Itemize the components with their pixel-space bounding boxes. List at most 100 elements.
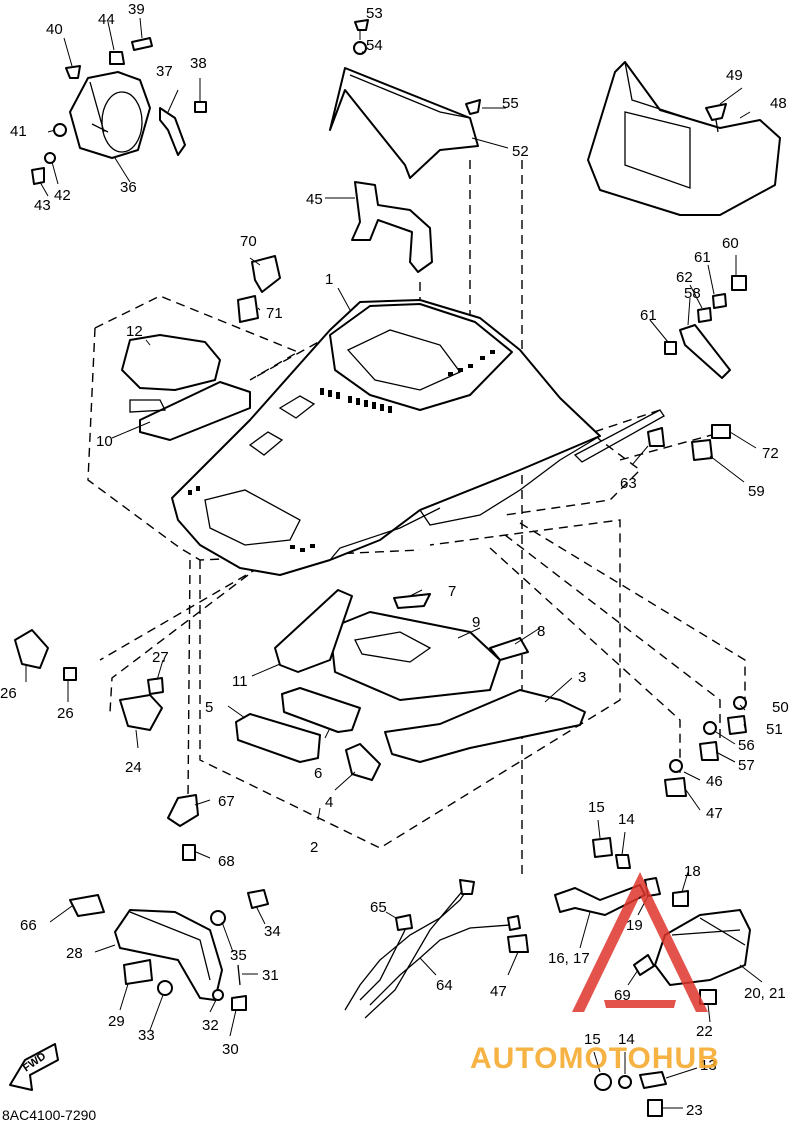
nut-part-61a [712,293,727,309]
callout-33: 33 [138,1027,155,1044]
washer-part-54 [353,41,367,55]
nut-part-61b [664,341,677,355]
clip-part-63 [647,427,665,447]
grommet-part-47b [507,934,529,953]
callout-53: 53 [366,5,383,22]
callout-6: 6 [314,765,322,782]
callout-62: 62 [676,269,693,286]
callout-61a: 61 [694,249,711,266]
clip-part-49 [705,103,727,133]
grommet-part-47a [664,777,687,797]
callout-60: 60 [722,235,739,252]
pad-part-4 [345,743,381,781]
callout-32: 32 [202,1017,219,1034]
callout-13: 13 [700,1057,717,1074]
callout-72: 72 [762,445,779,462]
callout-20-21: 20, 21 [744,985,786,1002]
underpanel-group [235,589,586,781]
headlight-ring-part [69,71,151,159]
callout-18: 18 [684,863,701,880]
callout-64: 64 [436,977,453,994]
meter-bracket-part [329,67,479,179]
pin-part-31 [237,964,241,986]
panel-part-9 [329,611,501,701]
bracket-part-63-rail [573,409,665,463]
bolt-part-60 [731,275,747,291]
callout-36: 36 [120,179,137,196]
grommet-part-51 [727,715,747,735]
hood-main-part [171,299,601,576]
callout-50: 50 [772,699,789,716]
callout-1: 1 [325,271,333,288]
pad-part-7 [393,593,431,609]
callout-10: 10 [96,433,113,450]
callout-56: 56 [738,737,755,754]
grommet-part-57 [699,741,719,761]
callout-28: 28 [66,945,83,962]
screw-part-55 [465,99,481,115]
bolt-part-18 [672,890,689,907]
callout-5: 5 [205,699,213,716]
nut-part-43 [31,167,45,185]
bolt-part-72 [711,424,731,439]
bolt-part-13 [639,1071,667,1089]
washer-part-14b [618,1075,632,1089]
callout-52: 52 [512,143,529,160]
drawing-code: 8AC4100-7290 [2,1107,96,1123]
washer-part-50 [733,696,747,710]
screw-part-68 [182,844,196,861]
pad-part-8 [489,637,529,661]
callout-42: 42 [54,187,71,204]
callout-37: 37 [156,63,173,80]
duct-part-12-10 [121,334,251,441]
panel-part-3 [384,689,586,763]
callout-3: 3 [578,669,586,686]
washer-part-46 [669,759,683,773]
callout-38: 38 [190,55,207,72]
fwd-arrow-icon: FWD [9,1043,59,1091]
washer-part-42 [44,152,56,164]
callout-41: 41 [10,123,27,140]
callout-9: 9 [472,614,480,631]
callout-31: 31 [262,967,279,984]
pad-part-6 [281,687,361,733]
callout-26a: 26 [0,685,17,702]
bracket-part-70 [251,255,281,293]
bracket-part-29 [123,959,153,985]
nut-part-15a [592,837,613,858]
callout-68: 68 [218,853,235,870]
callout-61b: 61 [640,307,657,324]
strip-part-66 [69,894,105,917]
callout-26b: 26 [57,705,74,722]
clip-part-69 [633,954,655,976]
callout-63: 63 [620,475,637,492]
bracket-part-26a [14,629,49,669]
callout-54: 54 [366,37,383,54]
screw-part-53 [354,19,369,31]
callout-46: 46 [706,773,723,790]
panel-part-11 [274,589,353,673]
callout-12: 12 [126,323,143,340]
callout-43: 43 [34,197,51,214]
callout-67: 67 [218,793,235,810]
callout-16-17: 16, 17 [548,950,590,967]
nut-part-15b [594,1073,612,1091]
callout-11: 11 [232,673,248,690]
callout-30: 30 [222,1041,239,1058]
callout-58: 58 [684,285,701,302]
callout-71: 71 [266,305,283,322]
callout-23: 23 [686,1102,703,1119]
screw-part-40 [65,65,81,79]
leader-lines [25,17,763,1109]
nut-part-44 [109,51,125,65]
callout-44: 44 [98,11,115,28]
callout-70: 70 [240,233,257,250]
callout-47b: 47 [490,983,507,1000]
clip-part-67 [167,794,199,827]
callout-51: 51 [766,721,783,738]
grommet-part-35 [210,910,226,926]
grommet-part-59 [691,439,713,461]
callout-14a: 14 [618,811,635,828]
callout-7: 7 [448,583,456,600]
